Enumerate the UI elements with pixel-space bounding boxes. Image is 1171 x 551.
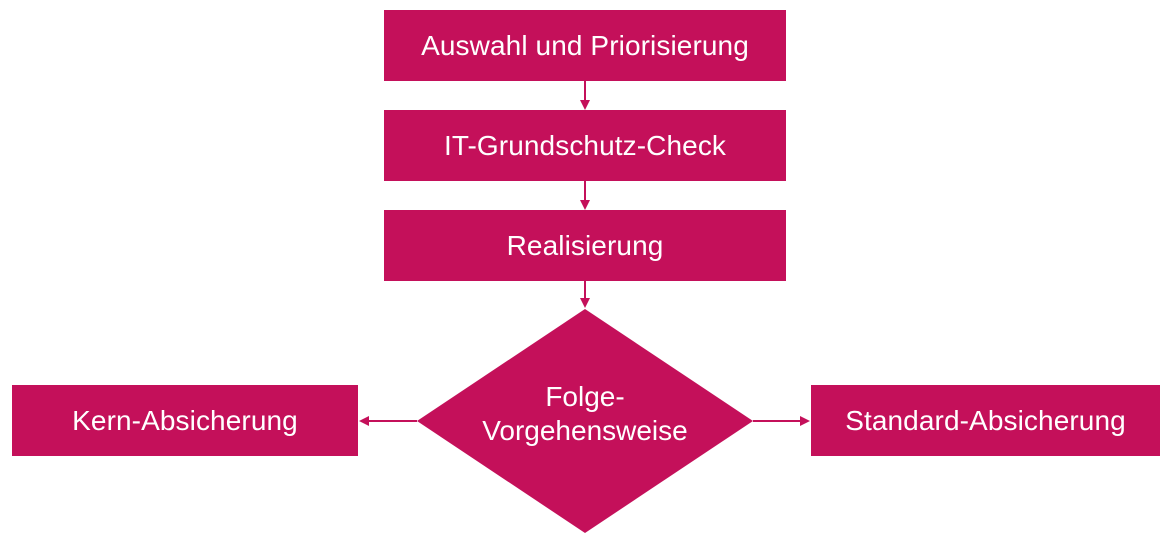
decision-label: Folge- Vorgehensweise (420, 380, 750, 448)
step-check-label: IT-Grundschutz-Check (443, 129, 727, 161)
step-realization-label: Realisierung (506, 229, 664, 261)
outcome-right-label: Standard-Absicherung (845, 404, 1126, 436)
outcome-right-box: Standard-Absicherung (811, 385, 1160, 456)
outcome-left-label: Kern-Absicherung (72, 404, 298, 436)
outcome-left-box: Kern-Absicherung (12, 385, 358, 456)
step-realization-box: Realisierung (384, 210, 786, 281)
step-check-box: IT-Grundschutz-Check (384, 110, 786, 181)
step-selection-label: Auswahl und Priorisierung (421, 29, 749, 61)
decision-label-line2: Vorgehensweise (482, 415, 688, 446)
decision-label-line1: Folge- (545, 381, 625, 412)
decision-diamond (417, 309, 753, 533)
step-selection-box: Auswahl und Priorisierung (384, 10, 786, 81)
